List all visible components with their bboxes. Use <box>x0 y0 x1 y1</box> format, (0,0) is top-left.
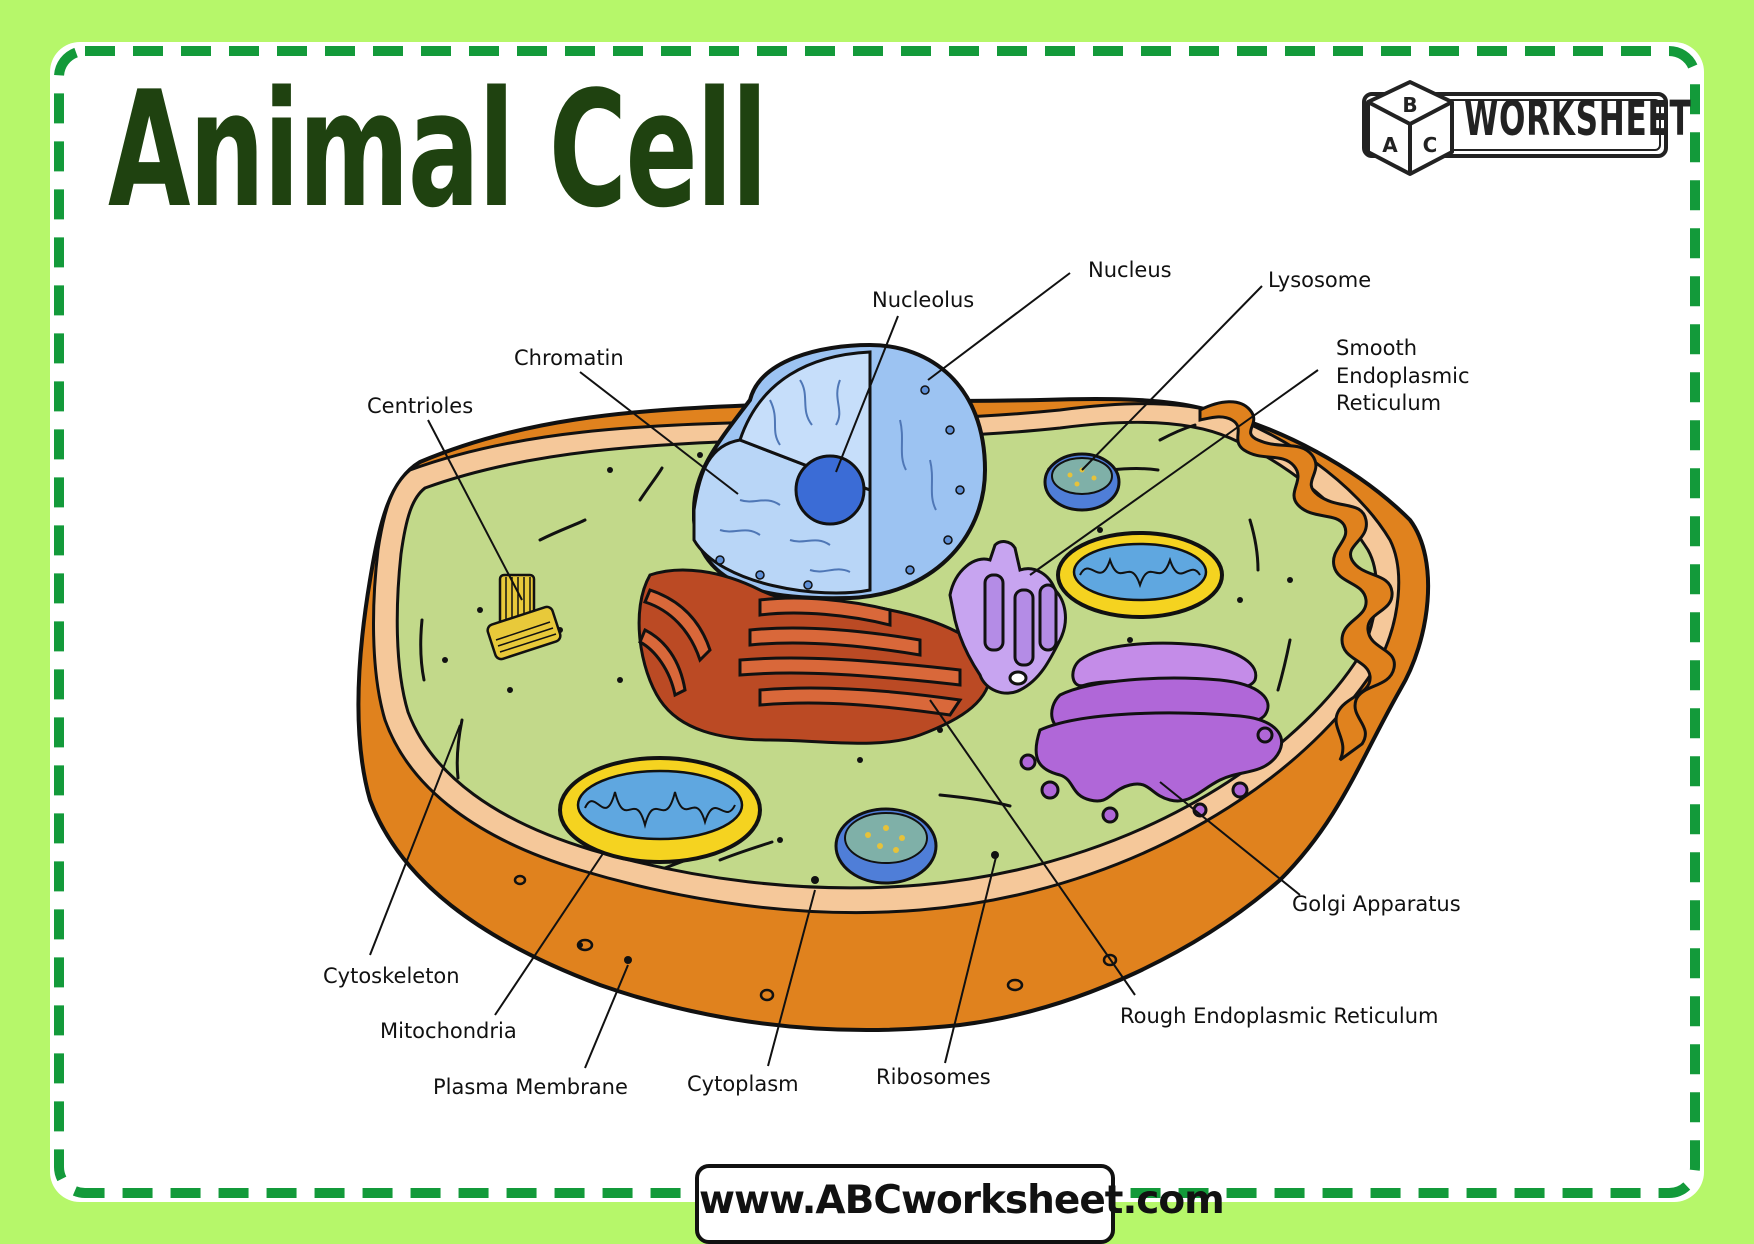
mitochondrion-lower <box>558 756 762 864</box>
label-smooth-er-line-1: Smooth <box>1336 336 1418 360</box>
logo-letter-c: C <box>1423 133 1438 157</box>
nucleus-shape <box>692 342 988 601</box>
mitochondrion-upper <box>1056 531 1224 619</box>
smooth-er-shape <box>948 540 1067 695</box>
label-smooth-er-line-3: Reticulum <box>1336 391 1442 415</box>
label-chromatin: Chromatin <box>514 346 624 370</box>
label-golgi-apparatus: Golgi Apparatus <box>1292 892 1461 916</box>
rough-er-shape <box>637 568 992 745</box>
label-nucleolus: Nucleolus <box>872 288 975 312</box>
centrioles-shape <box>486 573 562 661</box>
label-cytoskeleton: Cytoskeleton <box>323 964 460 988</box>
membrane-folds <box>1198 400 1396 762</box>
label-rough-er: Rough Endoplasmic Reticulum <box>1120 1004 1439 1028</box>
footer-url[interactable]: www.ABCworksheet.com <box>699 1178 1225 1223</box>
label-lysosome: Lysosome <box>1268 268 1372 292</box>
logo-badge: B A C <box>1362 80 1668 176</box>
label-ribosomes: Ribosomes <box>876 1065 991 1089</box>
cytoskeleton-strands <box>419 423 1292 870</box>
label-cytoplasm: Cytoplasm <box>687 1072 799 1096</box>
logo-wordmark: WORKSHEET <box>1464 91 1692 147</box>
golgi-apparatus-shape <box>1019 641 1284 824</box>
leader-lines <box>369 272 1319 1069</box>
label-smooth-er-line-2: Endoplasmic <box>1336 364 1470 388</box>
ribosome-dots <box>442 452 1293 964</box>
logo-letter-b: B <box>1402 93 1417 117</box>
page-title: Animal Cell <box>108 56 768 243</box>
logo-letter-a: A <box>1382 133 1398 157</box>
footer-url-box[interactable]: www.ABCworksheet.com <box>695 1164 1225 1244</box>
label-nucleus: Nucleus <box>1088 258 1172 282</box>
lysosome-upper <box>1043 452 1121 512</box>
label-plasma-membrane: Plasma Membrane <box>433 1075 628 1099</box>
label-centrioles: Centrioles <box>367 394 474 418</box>
membrane-specks <box>513 874 1118 1002</box>
lysosome-lower <box>834 807 938 885</box>
label-mitochondria: Mitochondria <box>380 1019 517 1043</box>
abc-worksheet-logo: B A C WORKSHEET <box>1360 78 1691 178</box>
